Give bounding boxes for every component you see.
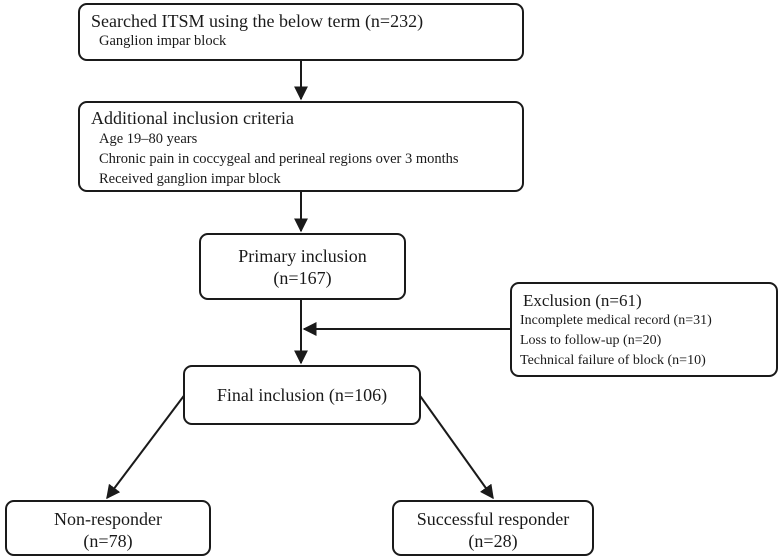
exclusion-box: Exclusion (n=61) Incomplete medical reco… (510, 282, 778, 377)
inclusion-criteria-box: Additional inclusion criteria Age 19–80 … (78, 101, 524, 192)
final-title: Final inclusion (n=106) (216, 385, 388, 405)
successful-responder-box: Successful responder (n=28) (392, 500, 594, 556)
exclusion-item: Technical failure of block (n=10) (520, 353, 706, 368)
criteria-item: Received ganglion impar block (99, 171, 281, 187)
search-term: Ganglion impar block (99, 33, 227, 49)
arrow-final-to-non-responder (106, 392, 187, 500)
non-responder-title: Non-responder (54, 509, 162, 529)
non-responder-box: Non-responder (n=78) (5, 500, 211, 556)
non-responder-count: (n=78) (83, 531, 133, 551)
exclusion-item: Loss to follow-up (n=20) (520, 333, 662, 348)
criteria-item: Age 19–80 years (99, 131, 198, 147)
arrow-final-to-successful-responder (417, 392, 494, 500)
primary-inclusion-box: Primary inclusion (n=167) (199, 233, 406, 300)
search-box: Searched ITSM using the below term (n=23… (78, 3, 524, 61)
exclusion-title: Exclusion (n=61) (523, 291, 642, 310)
search-title: Searched ITSM using the below term (n=23… (91, 11, 424, 31)
criteria-item: Chronic pain in coccygeal and perineal r… (99, 151, 459, 167)
final-inclusion-box: Final inclusion (n=106) (183, 365, 421, 425)
primary-title: Primary inclusion (238, 246, 367, 266)
primary-count: (n=167) (273, 268, 332, 288)
criteria-title: Additional inclusion criteria (91, 108, 294, 128)
successful-responder-count: (n=28) (468, 531, 518, 551)
successful-responder-title: Successful responder (416, 509, 570, 529)
exclusion-item: Incomplete medical record (n=31) (520, 313, 712, 328)
